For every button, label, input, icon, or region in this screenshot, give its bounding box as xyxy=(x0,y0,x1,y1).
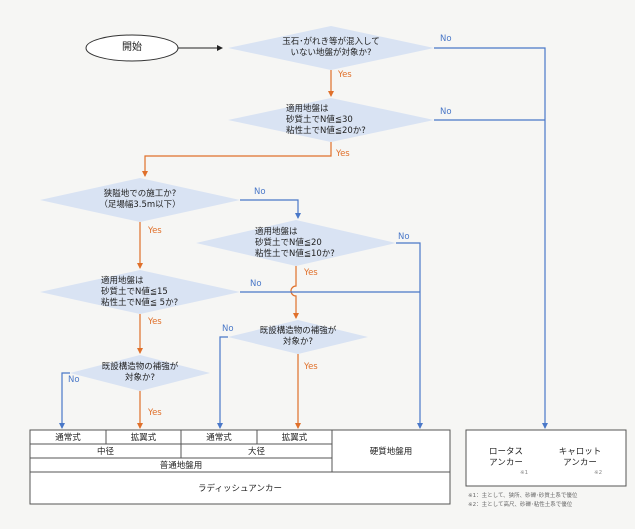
yes-label-d2: Yes xyxy=(336,149,350,159)
decision-6 xyxy=(70,355,210,391)
right-box xyxy=(465,429,627,487)
note-2: ※2：主として高尺、砂礫･粘性土系で優位 xyxy=(468,502,573,508)
no-arrow-d3 xyxy=(240,199,301,219)
yes-label-d1: Yes xyxy=(338,70,352,80)
cell-tsujo-2: 通常式 xyxy=(206,433,232,443)
decision-4 xyxy=(196,220,396,266)
yes-label-d4: Yes xyxy=(304,268,318,278)
decision-5-label: 適用地盤は 砂質土でN値≦15 粘性土でN値≦ 5か? xyxy=(101,276,179,308)
decision-5 xyxy=(40,270,240,314)
cell-futsu: 普通地盤用 xyxy=(159,461,203,471)
decision-3-label: 狭隘地での施工か? （足場幅3.5m以下） xyxy=(99,189,181,210)
no-label-d6: No xyxy=(68,375,80,385)
cell-radish: ラディッシュアンカー xyxy=(198,484,282,494)
rotas-line-1: ロータス xyxy=(488,447,523,457)
no-arrow-d1 xyxy=(434,47,548,429)
cell-koshitsu: 硬質地盤用 xyxy=(369,447,413,457)
cell-kakuko-1: 拡翼式 xyxy=(130,433,157,443)
carrot-line-2: アンカー xyxy=(563,458,597,468)
decision-2 xyxy=(228,98,434,142)
yes-label-d6: Yes xyxy=(148,408,162,418)
carrot-mark: ※2 xyxy=(594,470,603,476)
no-arrow-d4 xyxy=(396,242,423,429)
cell-kakuko-2: 拡翼式 xyxy=(281,433,308,443)
no-label-d3: No xyxy=(254,187,266,197)
carrot-line-1: キャロット xyxy=(558,447,602,457)
yes-arrow-d4 xyxy=(290,266,299,319)
cell-taikei: 大径 xyxy=(247,447,265,457)
decision-1-label: 玉石･がれき等が混入して いない地盤が対象か? xyxy=(282,37,380,58)
decision-6-label: 既設構造物の補強が 対象か? xyxy=(101,362,179,383)
decision-1 xyxy=(228,26,434,70)
no-arrow-d6 xyxy=(59,372,70,429)
rotas-mark: ※1 xyxy=(520,470,529,476)
cell-tsujo-1: 通常式 xyxy=(55,433,81,443)
yes-arrow-d2 xyxy=(142,142,332,177)
decision-3 xyxy=(40,178,240,222)
cell-chukei: 中径 xyxy=(96,447,114,457)
no-arrow-d7 xyxy=(217,336,228,429)
rotas-line-2: アンカー xyxy=(489,458,523,468)
yes-label-d5: Yes xyxy=(148,317,162,327)
no-label-d5: No xyxy=(250,279,262,289)
note-1: ※1：主として、狭所、砂礫･砂質土系で優位 xyxy=(468,493,578,499)
decision-7 xyxy=(228,320,368,354)
yes-label-d3: Yes xyxy=(148,226,162,236)
no-label-d1: No xyxy=(440,34,452,44)
decision-4-label: 適用地盤は 砂質土でN値≦20 粘性土でN値≦10か? xyxy=(255,227,335,259)
no-label-d2: No xyxy=(440,107,452,117)
start-label: 開始 xyxy=(122,42,142,53)
decision-2-label: 適用地盤は 砂質土でN値≦30 粘性土でN値≦20か? xyxy=(286,104,366,136)
yes-label-d7: Yes xyxy=(304,362,318,372)
anchor-table xyxy=(29,429,451,505)
no-label-d7: No xyxy=(222,324,234,334)
no-label-d4: No xyxy=(398,232,410,242)
decision-7-label: 既設構造物の補強が 対象か? xyxy=(259,326,337,347)
